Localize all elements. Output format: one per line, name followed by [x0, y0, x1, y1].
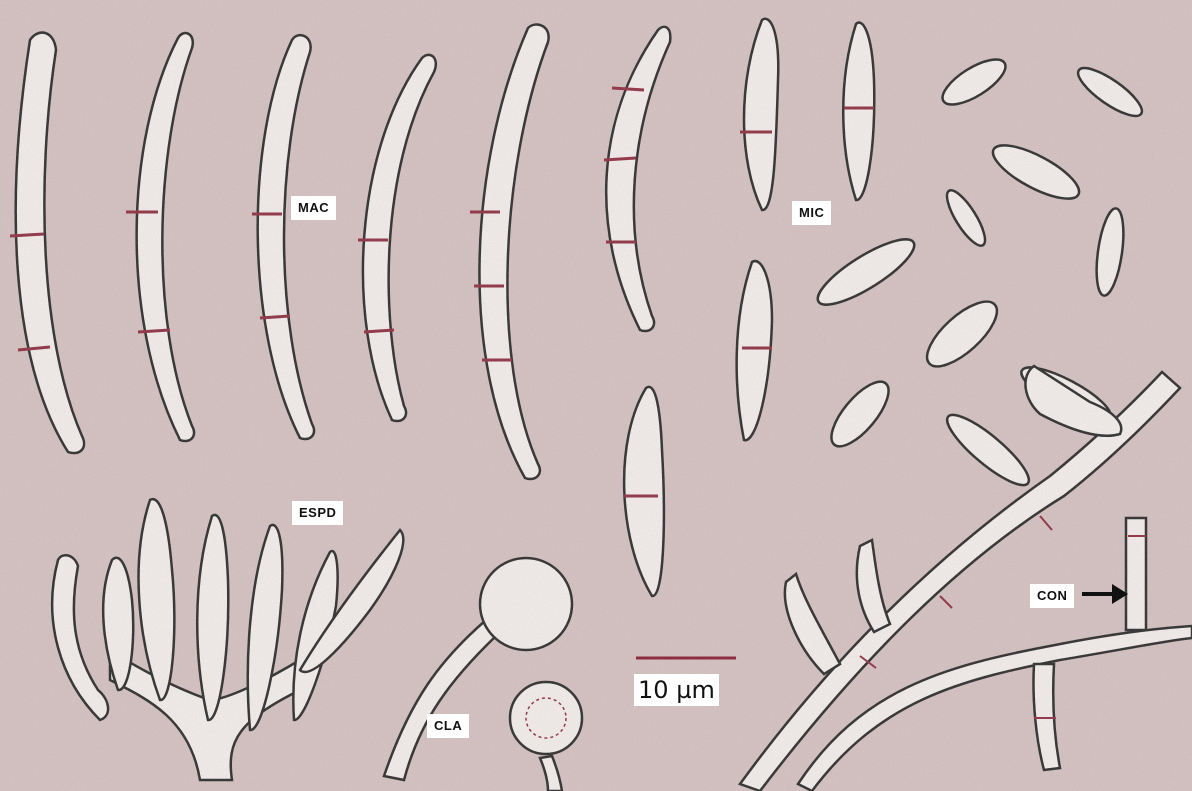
- scale-bar-unit: µm: [676, 676, 715, 704]
- scale-bar-label: 10 µm: [634, 674, 719, 706]
- label-espd: ESPD: [292, 501, 343, 525]
- label-mac: MAC: [291, 196, 336, 220]
- label-mic: MIC: [792, 201, 831, 225]
- label-con: CON: [1030, 584, 1074, 608]
- label-cla: CLA: [427, 714, 469, 738]
- scale-bar-value: 10: [638, 676, 669, 704]
